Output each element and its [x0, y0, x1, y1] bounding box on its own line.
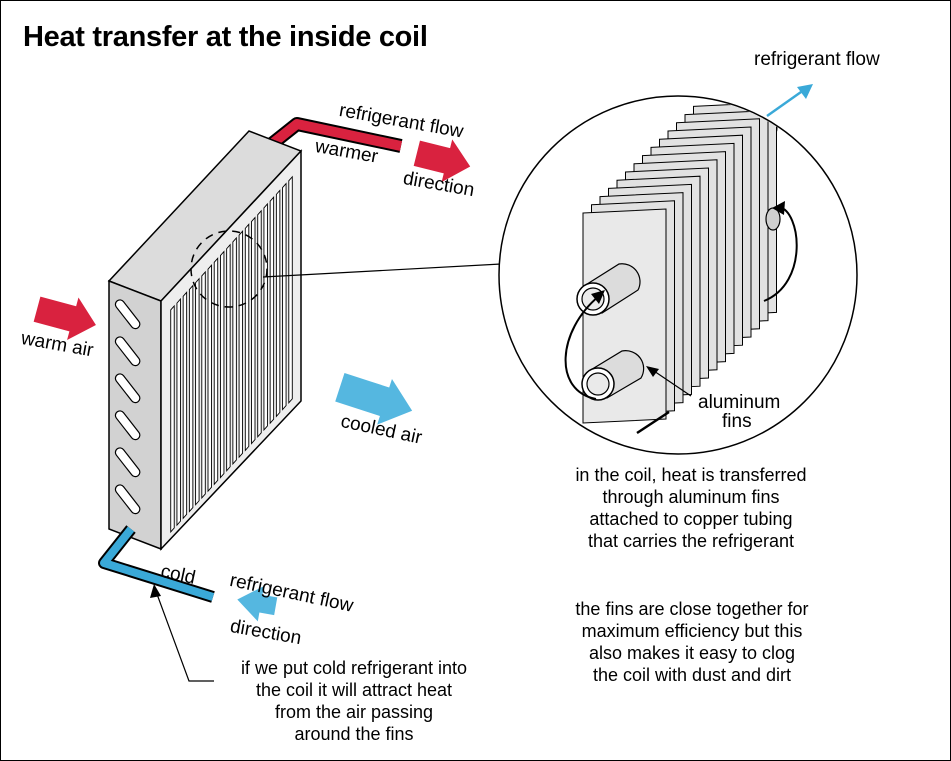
cold-callout-line — [153, 585, 214, 682]
coil-slot — [176, 297, 181, 527]
coil-slot — [251, 216, 256, 445]
coil-slot — [257, 209, 262, 438]
coil-slot — [288, 175, 293, 404]
cooled-air-arrow — [335, 372, 413, 425]
tube-bend — [114, 336, 141, 367]
coil-slot — [182, 291, 188, 520]
warm-direction-arrow — [413, 139, 471, 183]
flow-loop-right — [763, 206, 798, 302]
note-cold-refrigerant: if we put cold refrigerant into the coil… — [240, 658, 468, 744]
detail-flow-arrow-line — [766, 90, 802, 118]
coil-slot — [244, 223, 250, 452]
detail-magnified-view — [564, 101, 798, 435]
coil-slot — [226, 243, 231, 472]
coil-slot — [275, 189, 281, 418]
note-coil-transfer: in the coil, heat is transferred through… — [575, 465, 807, 551]
coil-slot — [170, 304, 175, 534]
warm-air-arrow — [33, 296, 96, 341]
magnify-connector-line — [262, 263, 502, 278]
coil-slot — [269, 195, 275, 425]
coil-slot — [207, 263, 212, 493]
note-fins-close: the fins are close together for maximum … — [575, 599, 809, 685]
label-fins: fins — [722, 411, 752, 432]
coil-slot — [219, 250, 225, 479]
coil-slot — [201, 270, 206, 500]
tube-bend — [114, 484, 141, 515]
coil-fin-slots — [170, 175, 293, 534]
coil-slot — [213, 257, 219, 486]
coil-slot — [195, 277, 200, 506]
copper-tube-lower — [581, 350, 645, 401]
label-aluminum: aluminum — [698, 392, 781, 413]
page-title: Heat transfer at the inside coil — [23, 21, 428, 53]
tube-bend — [114, 373, 141, 404]
magnify-focus-circle — [190, 230, 268, 308]
cold-direction-arrow — [237, 585, 278, 622]
tube-bend — [114, 299, 141, 330]
coil-slot — [238, 229, 244, 459]
coil-slot — [188, 284, 194, 513]
flow-loop-left — [564, 295, 600, 400]
coil-tube-bends — [114, 299, 141, 515]
coil-slot — [282, 182, 287, 411]
tube-bend — [114, 410, 141, 441]
coil-slot — [232, 236, 237, 466]
label-refrigerant-flow-detail: refrigerant flow — [754, 49, 880, 70]
coil-slot — [263, 202, 268, 432]
detail-flow-arrow-head — [797, 84, 813, 99]
tube-bend — [114, 447, 141, 478]
